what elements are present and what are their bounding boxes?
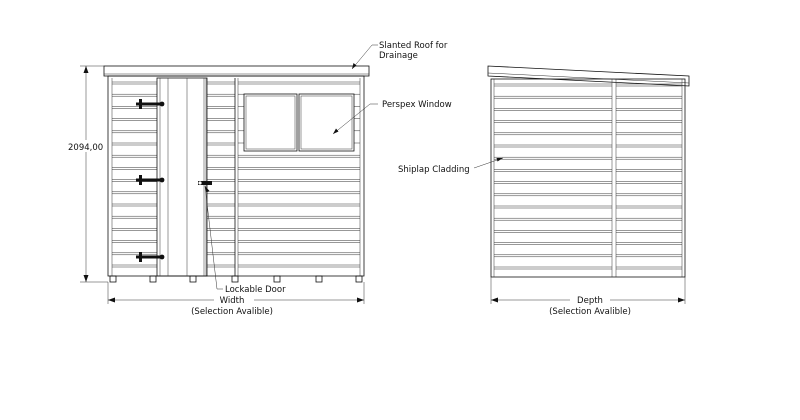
- front-roof: [103, 65, 370, 77]
- height-dimension: 2094,00: [64, 65, 108, 283]
- depth-dimension: Depth (Selection Avalible): [490, 277, 686, 317]
- width-label: Width: [220, 296, 245, 306]
- base-feet: [109, 275, 363, 283]
- side-roof: [487, 65, 690, 87]
- door-hinges: [136, 99, 165, 262]
- roof-callout-line1: Slanted Roof for: [379, 41, 448, 51]
- width-note: (Selection Avalible): [191, 307, 273, 317]
- side-cladding: [494, 83, 682, 270]
- callout-window: Perspex Window: [332, 100, 452, 135]
- cladding-callout: Shiplap Cladding: [398, 165, 470, 175]
- side-view: [487, 65, 690, 278]
- callout-door: Lockable Door: [204, 185, 286, 295]
- depth-note: (Selection Avalible): [549, 307, 631, 317]
- front-view: [103, 65, 370, 283]
- height-value: 2094,00: [68, 143, 103, 153]
- door-lock: [198, 181, 212, 185]
- door-callout: Lockable Door: [225, 285, 286, 295]
- roof-callout-line2: Drainage: [379, 51, 418, 61]
- window-callout: Perspex Window: [382, 100, 452, 110]
- callout-cladding: Shiplap Cladding: [398, 157, 504, 175]
- door: [156, 77, 208, 277]
- depth-label: Depth: [577, 296, 603, 306]
- side-wall: [490, 78, 686, 278]
- front-wall: [107, 75, 365, 277]
- perspex-window: [243, 93, 355, 152]
- front-cladding: [112, 81, 360, 268]
- callout-roof: Slanted Roof for Drainage: [351, 41, 448, 70]
- width-dimension: Width (Selection Avalible): [107, 282, 365, 317]
